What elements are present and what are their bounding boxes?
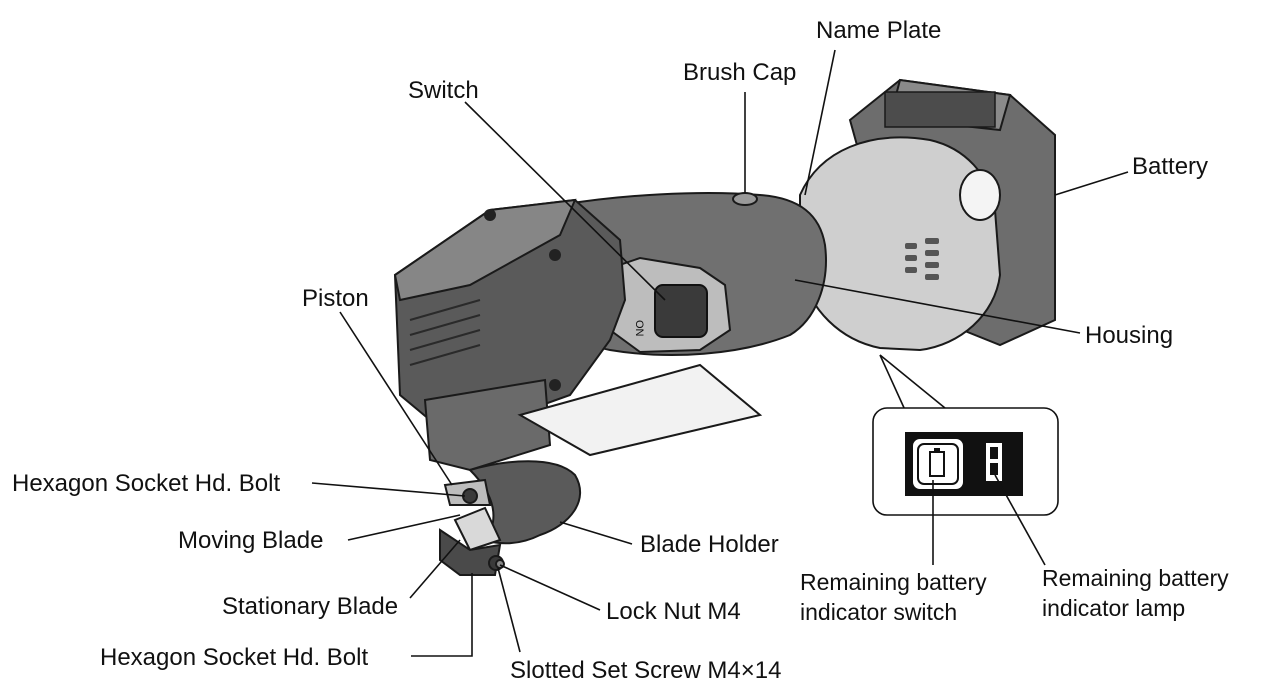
label-battery: Battery: [1132, 153, 1208, 180]
label-set-screw: Slotted Set Screw M4×14: [510, 657, 781, 684]
battery-icon: [929, 448, 945, 477]
label-stationary-blade: Stationary Blade: [222, 593, 398, 620]
label-switch: Switch: [408, 77, 479, 104]
switch: ON: [603, 256, 732, 354]
label-hex-bolt-upper: Hexagon Socket Hd. Bolt: [12, 470, 280, 497]
label-moving-blade: Moving Blade: [178, 527, 323, 554]
indicator-lamp: [984, 441, 1004, 483]
cordless-shear-illustration: ON: [393, 78, 1056, 576]
label-indicator-switch-line2: indicator switch: [800, 599, 957, 625]
blade-base: [439, 528, 502, 576]
stationary-blade: [453, 506, 502, 552]
label-indicator-switch-line1: Remaining battery: [800, 569, 987, 595]
label-indicator-lamp-line1: Remaining battery: [1042, 565, 1229, 591]
brush-cap: [732, 192, 758, 206]
label-indicator-lamp-line2: indicator lamp: [1042, 595, 1185, 621]
label-blade-holder: Blade Holder: [640, 531, 779, 558]
blade-holder: [468, 460, 581, 545]
callout-labels: Name Plate Brush Cap Switch Battery Pist…: [12, 17, 1229, 684]
leader-lines: [311, 49, 1129, 657]
label-lock-nut: Lock Nut M4: [606, 598, 741, 625]
battery-indicator-inset: [872, 354, 1059, 516]
label-brush-cap: Brush Cap: [683, 59, 796, 86]
label-hex-bolt-lower: Hexagon Socket Hd. Bolt: [100, 644, 368, 671]
housing: [799, 136, 1002, 352]
gear-head: [393, 198, 627, 421]
label-piston: Piston: [302, 285, 369, 312]
switch-on-marking: ON: [633, 320, 645, 337]
hex-bolt-upper: [462, 488, 478, 504]
sheet-metal: [517, 363, 763, 457]
label-housing: Housing: [1085, 322, 1173, 349]
label-name-plate: Name Plate: [816, 17, 941, 44]
